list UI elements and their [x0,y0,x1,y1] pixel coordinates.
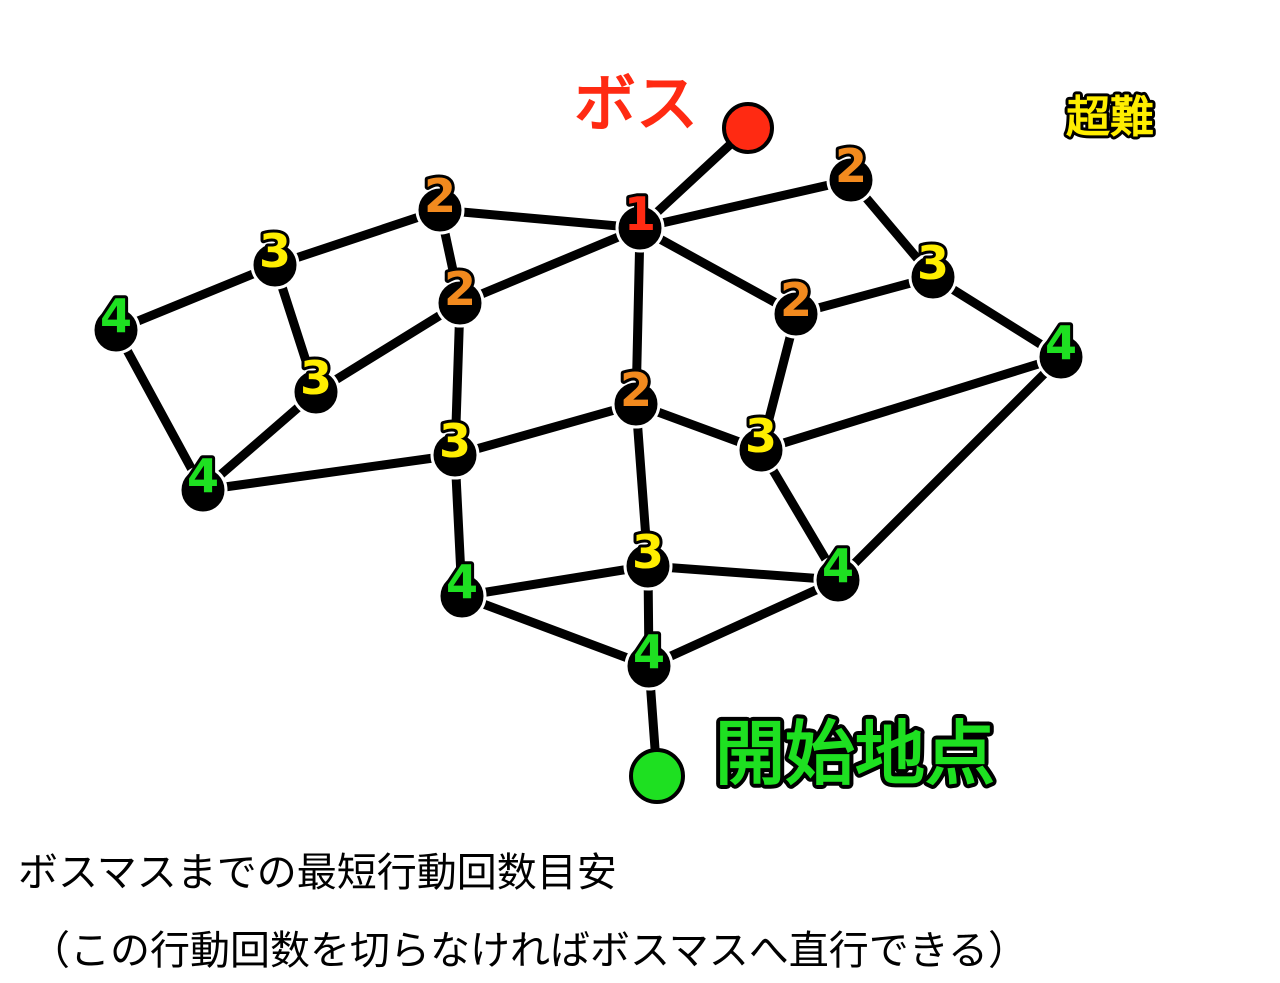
step-count-n4d: 4 [822,539,854,593]
map-node-n4d [813,555,863,605]
step-count-n2b: 2 [444,262,476,316]
map-node-n2a [415,185,465,235]
edge-n1-n2a [435,205,645,233]
boss-node [722,102,774,154]
map-node-n1 [615,203,665,253]
step-count-n4e: 4 [633,625,665,679]
map-node-n3c [430,430,480,480]
edge-n2b-n3c [450,298,465,460]
step-count-n4c: 4 [446,555,478,609]
edge-n3e-n4f [756,352,1066,455]
edge-layer [111,123,1066,781]
map-node-n2d [771,289,821,339]
step-count-n4f: 4 [1045,316,1077,370]
step-count-n4b: 4 [187,449,219,503]
map-node-n4c [437,571,487,621]
map-node-n3a [250,240,300,290]
edge-n1-n2d [635,223,801,319]
map-node-n2c [611,379,661,429]
edge-n2c-n3d [631,399,653,571]
step-count-n2d: 2 [780,273,812,327]
edge-n3a-n4a [111,260,280,335]
edge-n3e-n4d [756,445,843,585]
start-node [629,748,685,804]
edge-n1-n2e [635,175,856,233]
step-count-n2e: 2 [835,139,867,193]
caption-line-1: ボスマスまでの最短行動回数目安 [18,850,617,896]
map-node-n2b [435,278,485,328]
map-node-n4e [624,641,674,691]
step-count-n2a: 2 [424,169,456,223]
edge-n3c-n4b [198,450,460,495]
edge-n4a-n4b [111,325,208,495]
map-node-n4b [178,465,228,515]
step-count-n1: 1 [624,187,656,241]
step-count-n3c: 3 [439,414,471,468]
edge-n3b-n2b [311,298,465,397]
edge-n2a-n3a [270,205,445,270]
edge-n4f-n4d [833,352,1066,585]
edge-n3c-n2c [450,399,641,460]
step-count-n3a: 3 [259,224,291,278]
map-node-n2e [826,155,876,205]
step-count-n3d: 3 [632,525,664,579]
edge-n3f-n4f [928,272,1066,362]
edge-n3d-n4d [643,561,843,585]
node-layer [91,102,1086,804]
map-node-n4a [91,305,141,355]
step-count-n4a: 4 [100,289,132,343]
caption-line-2: （この行動回数を切らなければボスマスへ直行できる） [30,928,1028,974]
step-count-n3b: 3 [300,351,332,405]
boss-label: ボス [574,67,698,140]
step-count-n3e: 3 [745,409,777,463]
edge-n3d-n4c [457,561,653,601]
difficulty-badge: 超難 [1066,92,1154,143]
step-count-n2c: 2 [620,363,652,417]
step-count-n3f: 3 [917,236,949,290]
edge-n4c-n4e [457,591,654,671]
map-node-n3e [736,425,786,475]
edge-n1-n2b [455,223,645,308]
start-label: 開始地点 [715,713,995,795]
edge-n4d-n4e [644,575,843,671]
map-node-n4f [1036,332,1086,382]
edge-n1-n2c [631,223,645,409]
edge-n4b-n3b [198,387,321,495]
map-node-n3b [291,367,341,417]
map-node-n3d [623,541,673,591]
map-node-n3f [908,252,958,302]
